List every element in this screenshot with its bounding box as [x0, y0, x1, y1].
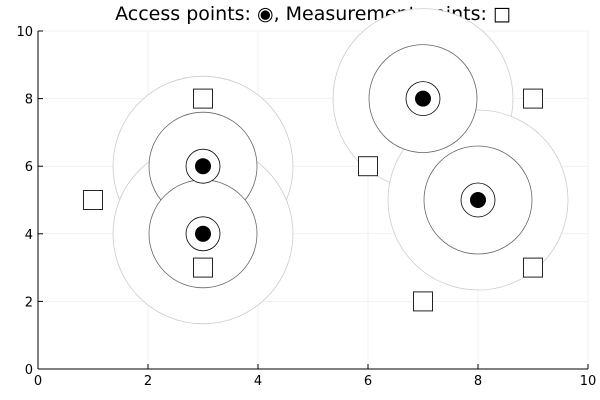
measurement-point [83, 190, 103, 210]
measurement-point [358, 156, 378, 177]
y-tick-label: 0 [25, 363, 33, 378]
y-tick-label: 6 [25, 160, 33, 175]
measurement-point [193, 88, 213, 109]
markers [83, 88, 543, 312]
y-tick-label: 4 [25, 228, 33, 243]
access-point [415, 90, 431, 107]
access-point [195, 158, 211, 175]
measurement-point [413, 291, 433, 312]
y-tick-label: 2 [25, 295, 33, 310]
x-tick-label: 8 [474, 374, 482, 389]
x-tick-label: 10 [580, 374, 597, 389]
x-tick-label: 4 [254, 374, 262, 389]
y-tick-label: 10 [16, 25, 33, 40]
measurement-point [523, 257, 543, 278]
x-tick-label: 0 [34, 374, 42, 389]
x-tick-label: 6 [364, 374, 372, 389]
measurement-point [523, 88, 543, 109]
access-point [195, 225, 211, 242]
access-point [470, 192, 486, 208]
y-tick-label: 8 [25, 93, 33, 108]
axes: 0 2 4 6 8 10 0 2 4 6 8 10 [16, 25, 596, 389]
x-tick-label: 2 [144, 374, 152, 389]
measurement-point [193, 257, 213, 278]
